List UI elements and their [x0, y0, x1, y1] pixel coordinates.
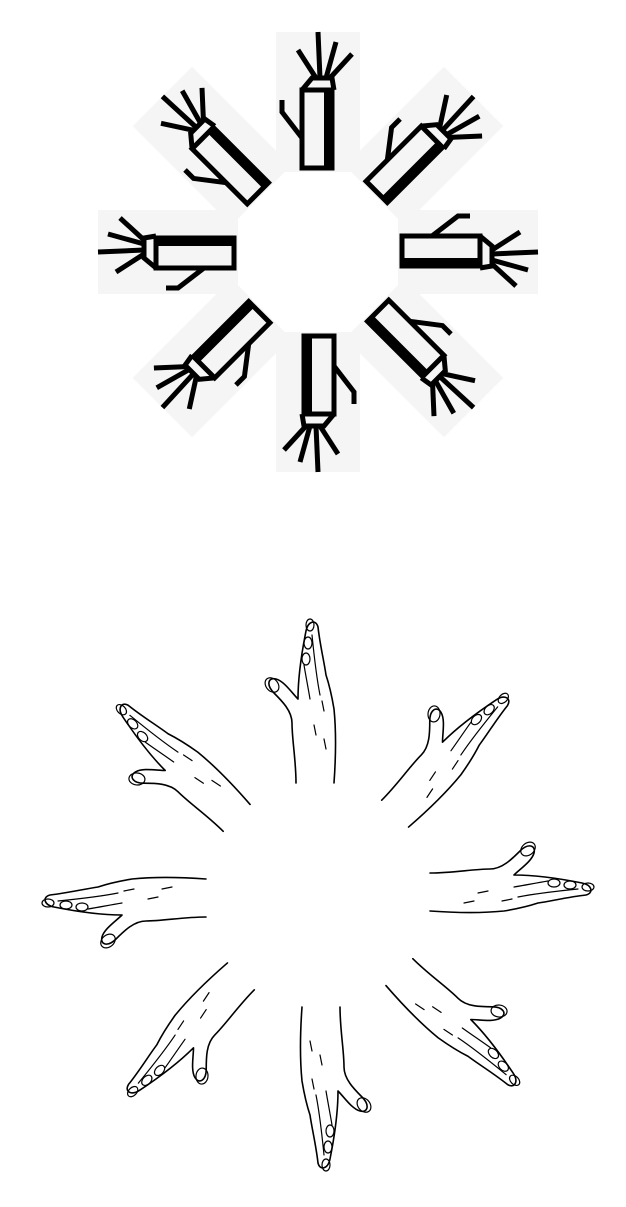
block-hand-symbol-4	[345, 279, 503, 437]
hand-drawing-5	[301, 1007, 374, 1171]
hand-drawing-3	[430, 839, 594, 912]
hand-drawing-6	[110, 962, 278, 1130]
hand-ring	[0, 580, 626, 1207]
symbol-ring-panel	[0, 0, 626, 500]
hand-drawing-8	[83, 687, 251, 855]
hand-drawing-4	[385, 935, 553, 1103]
block-hand-symbol-2	[345, 67, 503, 225]
block-hand-symbol-8	[133, 67, 291, 225]
hand-ring-panel	[0, 580, 626, 1207]
block-hand-symbol-5	[276, 332, 360, 472]
hand-drawing-7	[42, 878, 206, 951]
hand-drawing-2	[358, 660, 526, 828]
block-hand-symbol-6	[133, 279, 291, 437]
hand-drawing-1	[262, 619, 335, 783]
block-hand-symbol-7	[98, 210, 238, 294]
block-hand-symbol-1	[276, 32, 360, 172]
block-hand-symbol-3	[398, 210, 538, 294]
symbol-ring	[0, 0, 626, 500]
